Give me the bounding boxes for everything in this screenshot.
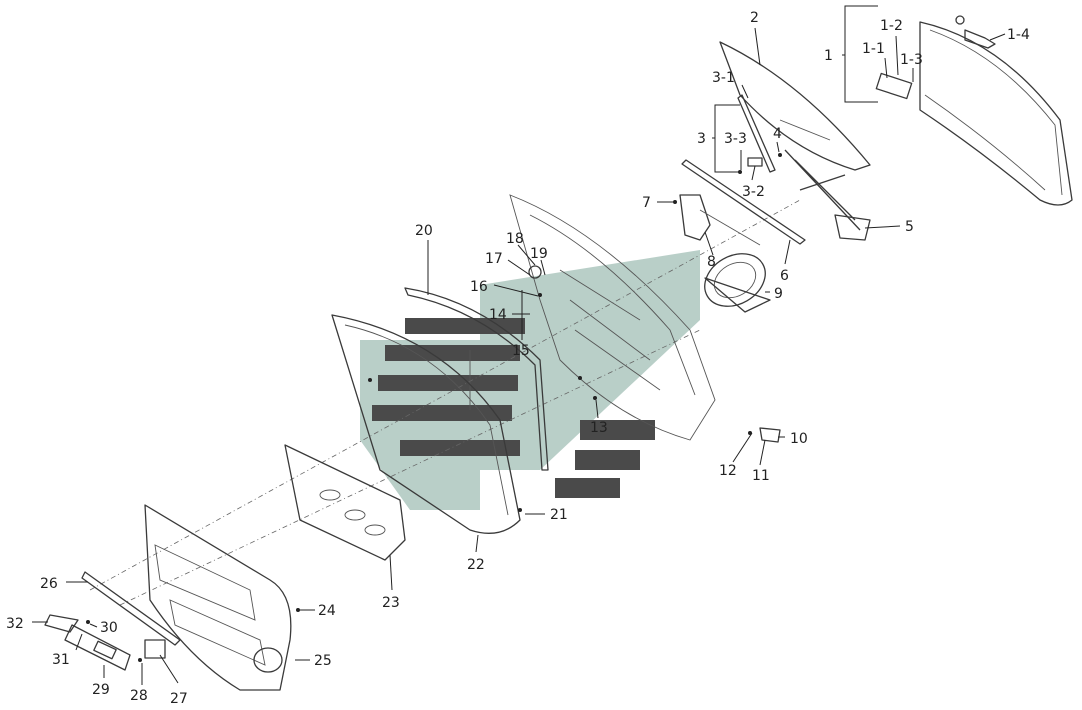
part-20-inner-weatherstrip — [404, 287, 549, 471]
callout-28: 28 — [130, 688, 148, 704]
callout-21: 21 — [550, 507, 568, 523]
callout-3: 3 — [697, 131, 706, 147]
callout-9: 9 — [774, 286, 783, 302]
callout-1-4: 1-4 — [1007, 27, 1030, 43]
callout-16: 16 — [470, 279, 488, 295]
alignment-line-2 — [119, 329, 701, 606]
callout-1-1: 1-1 — [862, 41, 885, 57]
callout-19: 19 — [530, 246, 548, 262]
part-27-switch — [138, 639, 166, 662]
callout-17: 17 — [485, 251, 503, 267]
callout-31: 31 — [52, 652, 70, 668]
part-8-door-lock — [673, 194, 761, 246]
callout-12: 12 — [719, 463, 737, 479]
callout-32: 32 — [6, 616, 24, 632]
part-26-trim-strip — [81, 571, 181, 646]
callout-8: 8 — [707, 254, 716, 270]
callout-13: 13 — [590, 420, 608, 436]
callout-5: 5 — [905, 219, 914, 235]
callout-15: 15 — [512, 343, 530, 359]
callout-27: 27 — [170, 691, 188, 707]
part-6-belt-molding — [681, 159, 806, 245]
callout-1: 1 — [824, 48, 833, 64]
leader-lines — [32, 27, 1006, 685]
callout-7: 7 — [642, 195, 651, 211]
part-23-water-shield — [284, 444, 406, 561]
part-10-hinge — [748, 427, 781, 443]
callout-14: 14 — [489, 307, 507, 323]
callout-25: 25 — [314, 653, 332, 669]
callout-6: 6 — [780, 268, 789, 284]
part-5-window-regulator — [778, 149, 871, 241]
part-9-speaker — [704, 253, 771, 313]
callout-22: 22 — [467, 557, 485, 573]
part-1-outer-door-panel — [875, 15, 1073, 206]
part-2-door-glass — [719, 41, 871, 171]
alignment-line — [89, 199, 801, 591]
callout-18: 18 — [506, 231, 524, 247]
callout-3-2: 3-2 — [742, 184, 765, 200]
callout-4: 4 — [773, 126, 782, 142]
callout-24: 24 — [318, 603, 336, 619]
callout-20: 20 — [415, 223, 433, 239]
part-13-inner-door-frame — [509, 194, 716, 441]
callout-29: 29 — [92, 682, 110, 698]
part-25-door-trim-panel — [144, 504, 300, 691]
callout-1-2: 1-2 — [880, 18, 903, 34]
callout-26: 26 — [40, 576, 58, 592]
callout-3-3: 3-3 — [724, 131, 747, 147]
callout-labels: 1 1-1 1-2 1-3 1-4 2 3 3-1 3-2 3-3 4 5 6 … — [6, 10, 1030, 707]
watermark-logo — [360, 250, 700, 510]
callout-10: 10 — [790, 431, 808, 447]
callout-23: 23 — [382, 595, 400, 611]
callout-1-3: 1-3 — [900, 52, 923, 68]
callout-11: 11 — [752, 468, 770, 484]
callout-3-1: 3-1 — [712, 70, 735, 86]
callout-2: 2 — [750, 10, 759, 26]
callout-30: 30 — [100, 620, 118, 636]
part-22-door-seal — [331, 314, 522, 534]
bracket-group-1 — [844, 5, 878, 103]
